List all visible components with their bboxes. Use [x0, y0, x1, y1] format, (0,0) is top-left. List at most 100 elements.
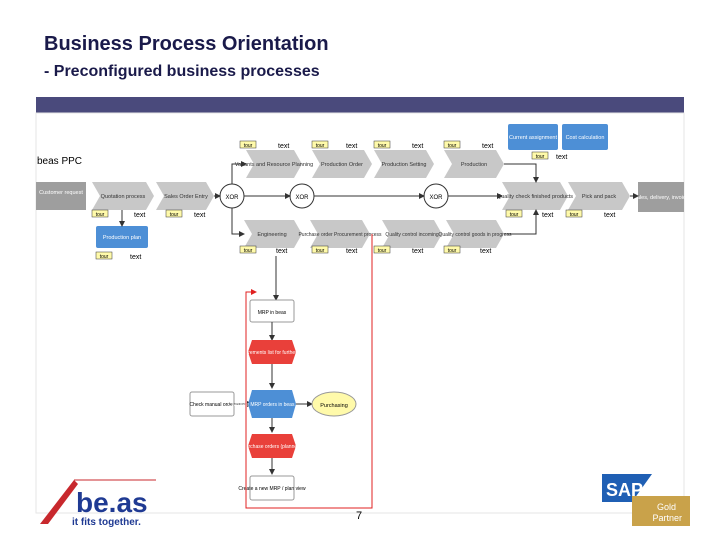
- text-label-3: text: [412, 143, 423, 150]
- beas-logo: be.as it fits together.: [40, 479, 156, 528]
- xor-2-label: XOR: [295, 195, 309, 201]
- diagram-frame: [35, 112, 685, 514]
- highlight-line: [245, 234, 373, 509]
- function-production-setting-label: Production Setting: [382, 162, 427, 168]
- top-flow-row: Variants and Resource Planning Productio…: [231, 124, 608, 184]
- function-quality-check: [502, 182, 568, 210]
- tag-6-label: tour: [96, 212, 105, 218]
- bottom-flow-row: Production plan Engineering Purchase ord…: [96, 208, 539, 248]
- function-engineering: [244, 220, 302, 248]
- chain-new-plan-label: Create a new MRP / plan view: [238, 486, 306, 492]
- text-label-4: text: [482, 143, 493, 150]
- tag-2-label: tour: [316, 143, 325, 149]
- tag-1: [239, 140, 257, 149]
- function-pick-pack: [568, 182, 630, 210]
- sap-logo-text: SAP: [606, 480, 643, 500]
- event-sales-delivery-label: Sales, delivery, invoice: [633, 195, 689, 201]
- xor-1-label: XOR: [225, 195, 239, 201]
- tag-5-label: tour: [536, 154, 545, 160]
- text-label-6: text: [134, 212, 145, 219]
- text-label-9: text: [604, 212, 615, 219]
- tag-7: [165, 209, 183, 218]
- function-sales-order: [156, 182, 214, 210]
- tag-9: [565, 209, 583, 218]
- function-quotation-label: Quotation process: [101, 194, 146, 200]
- tag-6: [91, 209, 109, 218]
- tag-1-label: tour: [244, 143, 253, 149]
- purchasing-ellipse: [311, 391, 357, 417]
- function-production-setting: [374, 150, 434, 178]
- chain-calc-mrp: [248, 390, 296, 418]
- tag-7-label: tour: [170, 212, 179, 218]
- function-sales-order-label: Sales Order Entry: [164, 194, 208, 200]
- beas-logo-tagline: it fits together.: [72, 517, 141, 528]
- tag-12: [311, 245, 329, 254]
- chain-purchase-orders: [248, 434, 296, 458]
- chain-new-plan: [249, 475, 295, 501]
- tag-4-label: tour: [448, 143, 457, 149]
- tag-12-label: tour: [316, 248, 325, 254]
- text-label-2: text: [346, 143, 357, 150]
- chain-requirements: [248, 340, 296, 364]
- header-band: [36, 97, 684, 113]
- mrp-chain: MRP in beas Requirements list for furthe…: [189, 256, 357, 501]
- blue-production-plan: [96, 226, 148, 248]
- chain-side-manual-label: Check manual order: [189, 402, 234, 408]
- tag-11: [239, 245, 257, 254]
- function-purchase-order-label: Purchase order Procurement process: [298, 232, 382, 238]
- function-quality-check-label: Quality check finished products: [497, 194, 573, 200]
- text-label-8: text: [542, 212, 553, 219]
- blue-current-assignment: [508, 124, 558, 150]
- function-quality-incoming-label: Quality control incoming: [385, 232, 439, 238]
- tag-8: [505, 209, 523, 218]
- tag-14: [443, 245, 461, 254]
- function-production: [444, 150, 504, 178]
- tag-3-label: tour: [378, 143, 387, 149]
- beas-logo-text: be.as: [76, 487, 148, 518]
- chain-calc-mrp-label: Calculate MRP orders in beas manually: [228, 402, 316, 408]
- function-quotation: [92, 182, 154, 210]
- text-label-10: text: [130, 254, 141, 261]
- blue-cost-calculation-label: Cost calculation: [566, 135, 605, 141]
- blue-production-plan-label: Production plan: [103, 235, 141, 241]
- tag-9-label: tour: [570, 212, 579, 218]
- function-variants-label: Variants and Resource Planning: [235, 162, 313, 168]
- function-production-order-label: Production Order: [321, 162, 363, 168]
- text-label-13: text: [412, 248, 423, 255]
- function-pick-pack-label: Pick and pack: [582, 194, 616, 200]
- xor-3-label: XOR: [429, 195, 443, 201]
- tag-8-label: tour: [510, 212, 519, 218]
- tag-2: [311, 140, 329, 149]
- sap-badge-line1: Gold: [657, 502, 676, 512]
- function-production-order: [312, 150, 372, 178]
- main-flow-row: Customer request Quotation process Sales…: [36, 182, 689, 212]
- slide-title: Business Process Orientation: [44, 33, 329, 55]
- function-quality-progress: [446, 220, 504, 248]
- function-quality-progress-label: Quality control goods in progress: [438, 232, 512, 238]
- tag-14-label: tour: [448, 248, 457, 254]
- function-production-label: Production: [461, 162, 487, 168]
- text-label-11: text: [276, 248, 287, 255]
- slide-subtitle: - Preconfigured business processes: [44, 63, 320, 80]
- blue-cost-calculation: [562, 124, 608, 150]
- sap-badge-line2: Partner: [652, 513, 682, 523]
- text-label-14: text: [480, 248, 491, 255]
- text-label-5: text: [556, 154, 567, 161]
- tag-10: [95, 251, 113, 260]
- event-customer-request-label: Customer request: [39, 190, 83, 196]
- chain-purchase-orders-label: Purchase orders (planned): [242, 444, 302, 450]
- chain-requirements-label: Requirements list for further work: [235, 350, 309, 356]
- tag-13: [373, 245, 391, 254]
- function-engineering-label: Engineering: [257, 232, 286, 238]
- page-number: 7: [356, 510, 363, 522]
- text-label-12: text: [346, 248, 357, 255]
- blue-current-assignment-label: Current assignment: [509, 135, 557, 141]
- purchasing-label: Purchasing: [320, 403, 348, 409]
- text-label-1: text: [278, 143, 289, 150]
- sap-gold-partner-logo: SAP Gold Partner: [602, 474, 690, 526]
- beas-logo-mark: [40, 480, 78, 524]
- tag-11-label: tour: [244, 248, 253, 254]
- event-customer-request: [36, 182, 86, 210]
- function-variants: [246, 150, 302, 178]
